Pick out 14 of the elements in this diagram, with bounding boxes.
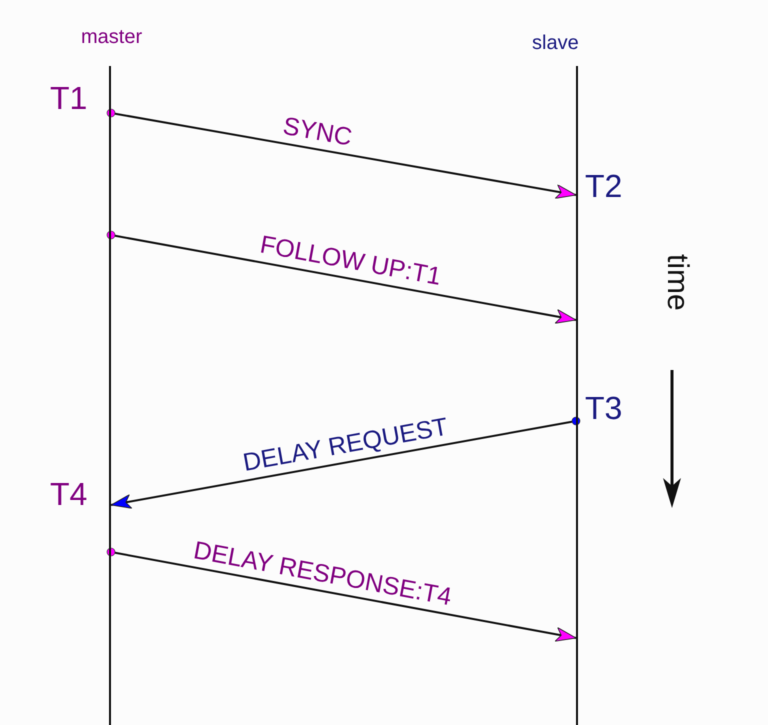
edge-label: DELAY REQUEST xyxy=(241,414,450,478)
timestamp-label: T4 xyxy=(50,478,88,510)
time-label: time xyxy=(662,254,692,311)
message-arrow xyxy=(106,108,576,199)
timestamp-label: T3 xyxy=(585,392,622,424)
message-arrow xyxy=(106,230,576,324)
lifeline-label: master xyxy=(81,26,142,49)
lifeline-label: slave xyxy=(532,32,579,55)
message-arrow xyxy=(110,416,580,509)
edge-label: FOLLOW UP:T1 xyxy=(258,232,444,292)
message-arrow xyxy=(106,548,576,642)
edge-label: SYNC xyxy=(281,112,354,152)
timestamp-label: T1 xyxy=(50,82,88,114)
timestamp-label: T2 xyxy=(585,170,622,202)
